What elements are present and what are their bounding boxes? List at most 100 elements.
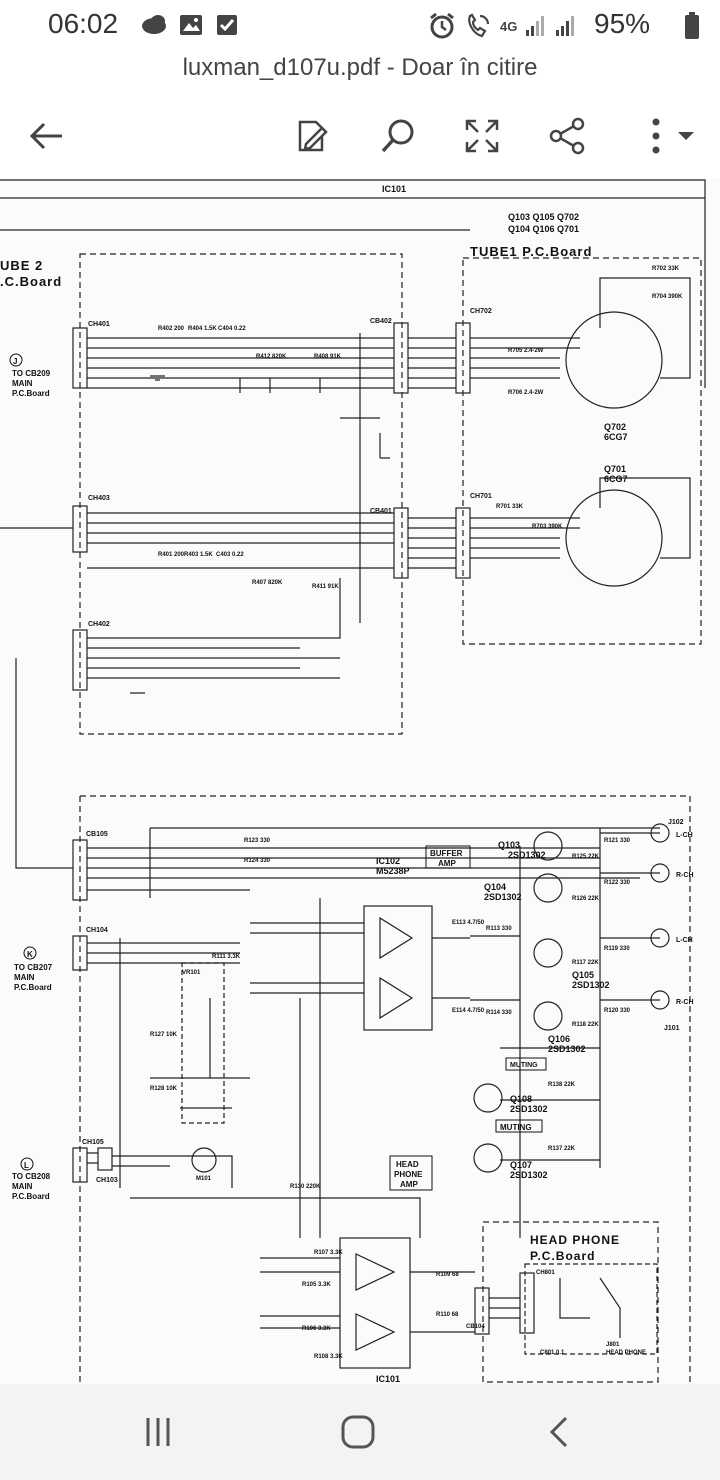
fullscreen-button[interactable] xyxy=(460,114,504,158)
label-e114: E114 4.7/50 xyxy=(452,1008,485,1014)
gallery-icon xyxy=(180,15,202,35)
label-main-1: MAIN xyxy=(12,379,33,388)
label-r404: R404 1.5K xyxy=(188,326,217,332)
label-hp-amp-3: AMP xyxy=(400,1180,418,1189)
label-conn-j: J xyxy=(13,357,17,366)
label-r109: R109 68 xyxy=(436,1272,459,1278)
label-q701-type: 6CG7 xyxy=(604,474,628,484)
label-pcboard-3: P.C.Board xyxy=(12,1192,50,1201)
label-m101: M101 xyxy=(196,1176,212,1182)
label-r125: R125 22K xyxy=(572,854,600,860)
label-r113: R113 330 xyxy=(486,926,512,932)
label-r703: R703 390K xyxy=(532,524,563,530)
check-task-icon xyxy=(217,15,237,35)
label-r108: R108 3.3K xyxy=(314,1354,343,1360)
share-icon xyxy=(549,117,585,155)
back-arrow-icon xyxy=(29,122,62,150)
label-ch801: CH801 xyxy=(536,1270,555,1276)
search-button[interactable] xyxy=(376,114,420,158)
edit-button[interactable] xyxy=(290,114,334,158)
label-r119: R119 330 xyxy=(604,946,630,952)
system-back-button[interactable] xyxy=(530,1408,590,1456)
label-rch-1: R-CH xyxy=(676,872,694,879)
label-q107: Q107 xyxy=(510,1160,532,1170)
search-icon xyxy=(381,119,414,153)
document-title-bar: luxman_d107u.pdf - Doar în citire xyxy=(0,50,720,90)
signal-icon-2 xyxy=(556,16,575,36)
label-conn-k: K xyxy=(27,950,33,959)
signal-icon-1 xyxy=(526,16,545,36)
label-r130: R130 220K xyxy=(290,1184,321,1190)
label-q104-type: 2SD1302 xyxy=(484,892,522,902)
back-button[interactable] xyxy=(24,114,68,158)
label-r401: R401 200 xyxy=(158,552,185,558)
label-c801: C801 0.1 xyxy=(540,1350,565,1356)
label-r704: R704 390K xyxy=(652,294,683,300)
recent-apps-button[interactable] xyxy=(128,1408,188,1456)
label-ic102-type: M5238P xyxy=(376,866,410,876)
label-to-cb208: TO CB208 xyxy=(12,1172,51,1181)
label-muting-2: MUTING xyxy=(500,1123,532,1132)
label-r411: R411 91K xyxy=(312,584,339,590)
label-tube2-board-1: UBE 2 xyxy=(0,258,43,273)
label-to-cb209: TO CB209 xyxy=(12,369,51,378)
label-q105-type: 2SD1302 xyxy=(572,980,610,990)
cloud-icon xyxy=(142,15,166,34)
label-r111: R111 3.3K xyxy=(212,954,241,960)
label-r105: R105 3.3K xyxy=(302,1282,331,1288)
battery-percent: 95% xyxy=(594,8,651,39)
label-muting-1: MUTING xyxy=(510,1062,538,1069)
label-pcboard-1: P.C.Board xyxy=(12,389,50,398)
label-cb401: CB401 xyxy=(370,508,392,515)
document-title: luxman_d107u.pdf - Doar în citire xyxy=(182,54,538,81)
status-bar: 06:02 4G 95% xyxy=(0,0,720,50)
label-r114: R114 330 xyxy=(486,1010,512,1016)
share-button[interactable] xyxy=(546,114,590,158)
label-r407: R407 820K xyxy=(252,580,283,586)
chevron-left-icon xyxy=(549,1416,568,1448)
label-ic101-top: IC101 xyxy=(382,184,406,194)
label-r137: R137 22K xyxy=(548,1146,576,1152)
notification-icons xyxy=(140,12,240,38)
label-ch103: CH103 xyxy=(96,1177,118,1184)
label-lch-1: L-CH xyxy=(676,832,693,839)
label-buffer-amp-2: AMP xyxy=(438,859,456,868)
pdf-page-view[interactable]: IC101 Q103 Q105 Q702 Q104 Q106 Q701 TUBE… xyxy=(0,178,720,1384)
label-tube2-board-2: .C.Board xyxy=(0,274,62,289)
label-r123: R123 330 xyxy=(244,838,271,844)
label-cb402: CB402 xyxy=(370,318,392,325)
label-r120: R120 330 xyxy=(604,1008,631,1014)
label-r706: R706 2.4-2W xyxy=(508,390,544,396)
label-j801: J801 xyxy=(606,1342,620,1348)
label-r702: R702 33K xyxy=(652,266,680,272)
label-j102: J102 xyxy=(668,819,684,826)
label-r412: R412 820K xyxy=(256,354,287,360)
edit-pen-icon xyxy=(298,120,328,152)
label-pcboard-2: P.C.Board xyxy=(14,983,52,992)
label-r126: R126 22K xyxy=(572,896,600,902)
label-ch105: CH105 xyxy=(82,1139,104,1146)
label-cb104: CB104 xyxy=(466,1324,485,1330)
home-button[interactable] xyxy=(328,1408,388,1456)
label-c403: C403 0.22 xyxy=(216,552,244,558)
label-r118: R118 22K xyxy=(572,1022,599,1028)
label-hp-amp-2: PHONE xyxy=(394,1170,423,1179)
label-q701: Q701 xyxy=(604,464,626,474)
label-q-list-1: Q103 Q105 Q702 xyxy=(508,212,579,222)
label-ch401: CH401 xyxy=(88,321,110,328)
battery-icon xyxy=(685,12,699,39)
label-conn-l: L xyxy=(24,1161,29,1170)
label-r138: R138 22K xyxy=(548,1082,576,1088)
label-q104: Q104 xyxy=(484,882,506,892)
more-options-button[interactable] xyxy=(636,114,700,158)
label-r122: R122 330 xyxy=(604,880,631,886)
label-hp-board-1: HEAD PHONE xyxy=(530,1233,620,1247)
label-j801-text: HEAD PHONE xyxy=(606,1350,646,1356)
label-r117: R117 22K xyxy=(572,960,599,966)
label-main-3: MAIN xyxy=(12,1182,33,1191)
label-r705: R705 2.4-2W xyxy=(508,348,544,354)
label-j101: J101 xyxy=(664,1025,680,1032)
label-ch104: CH104 xyxy=(86,927,108,934)
label-q108-type: 2SD1302 xyxy=(510,1104,548,1114)
label-to-cb207: TO CB207 xyxy=(14,963,53,972)
